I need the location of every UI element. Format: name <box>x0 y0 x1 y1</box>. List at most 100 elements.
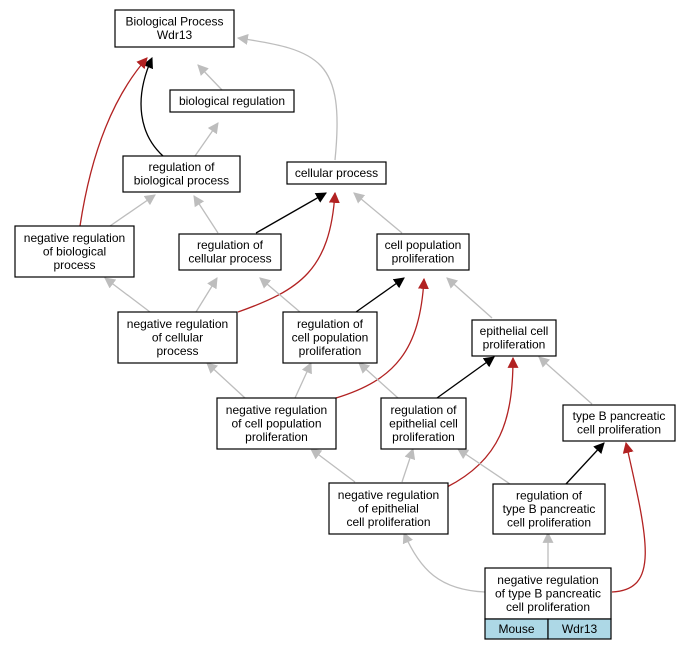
node-cellular-process-label: cellular process <box>295 166 378 180</box>
node-label-line: proliferation <box>392 430 455 444</box>
node-label-line: type B pancreatic <box>573 409 666 423</box>
node-label-line: of epithelial <box>358 501 419 515</box>
node-label-line: regulation of <box>516 488 583 502</box>
node-label-line: proliferation <box>392 252 455 266</box>
node-label-line: process <box>156 344 198 358</box>
node-label-line: type B pancreatic <box>503 502 596 516</box>
gene-tag-box <box>547 618 612 640</box>
node-label-line: proliferation <box>299 344 362 358</box>
edge-neg-reg-bio-to-bp <box>79 57 148 227</box>
node-label-line: biological regulation <box>179 94 285 108</box>
node-label-line: of cellular <box>152 330 203 344</box>
node-label-line: negative regulation <box>338 488 439 502</box>
edge-reg-bio-to-bp <box>140 56 164 157</box>
node-label-line: regulation of <box>148 160 215 174</box>
edge-reg-cell-to-cell-proc <box>255 192 327 234</box>
edge-cell-proc-to-bp <box>236 33 338 161</box>
edge-neg-reg-typeb-to-typeb <box>611 441 646 593</box>
edge-neg-reg-bio-to-reg-bio <box>109 194 156 227</box>
annotation-tags: Mouse Wdr13 <box>484 618 612 640</box>
gene-tag: Wdr13 <box>562 622 598 636</box>
edge-reg-typeb-to-typeb <box>565 442 605 485</box>
edge-reg-epi-to-epi <box>436 356 495 399</box>
node-label-line: process <box>53 258 95 272</box>
edge-neg-reg-typeb-to-neg-reg-epi <box>402 531 486 593</box>
node-label-line: regulation of <box>390 403 457 417</box>
node-label-line: cell proliferation <box>346 515 430 529</box>
node-label-line: proliferation <box>483 338 546 352</box>
node-label-line: epithelial cell <box>480 324 549 338</box>
node-cellular-process[interactable]: cellular process <box>286 161 387 185</box>
node-label-line: biological process <box>134 174 229 188</box>
edges-layer <box>79 33 646 593</box>
edge-reg-typeb-to-reg-epi <box>457 448 511 485</box>
node-label-line: cell population <box>385 238 462 252</box>
species-tag: Mouse <box>498 622 534 636</box>
node-label-line: regulation of <box>297 317 364 331</box>
edge-epi-to-cell-pop <box>446 277 493 319</box>
edge-neg-reg-cell-pop-to-neg-reg-cell <box>206 362 246 399</box>
node-label-line: negative regulation <box>127 317 228 331</box>
node-label-line: epithelial cell <box>389 416 458 430</box>
node-label-line: cell proliferation <box>506 600 590 614</box>
node-label-line: cell population <box>292 330 369 344</box>
edge-neg-reg-cell-to-neg-reg-bio <box>104 277 151 313</box>
node-label-line: cellular process <box>188 252 271 266</box>
edge-neg-reg-cell-to-cell-proc <box>237 191 340 313</box>
node-label-line: cell proliferation <box>507 515 591 529</box>
edge-reg-cell-pop-to-reg-cell <box>259 277 301 313</box>
node-biological-regulation[interactable]: biological regulation <box>169 89 295 113</box>
edge-neg-reg-epi-to-epi <box>446 356 519 488</box>
node-label-line: proliferation <box>245 430 308 444</box>
node-label-line: negative regulation <box>226 403 327 417</box>
edge-typeb-to-epi <box>538 356 593 405</box>
node-label-line: of type B pancreatic <box>495 586 601 600</box>
node-label-line: Wdr13 <box>157 28 193 42</box>
edge-neg-reg-cell-pop-to-cell-pop <box>335 277 429 399</box>
edge-bio-reg-to-bp <box>197 64 223 91</box>
node-label-line: negative regulation <box>24 231 125 245</box>
node-label-line: negative regulation <box>497 573 598 587</box>
node-label-line: of biological <box>43 244 106 258</box>
edge-neg-reg-cell-to-reg-cell <box>195 277 218 313</box>
edge-reg-cell-to-reg-bio <box>193 195 219 234</box>
node-biological-regulation-label: biological regulation <box>179 94 285 108</box>
edge-reg-epi-to-reg-cell-pop <box>358 362 399 399</box>
edge-neg-reg-epi-to-neg-reg-cell-pop <box>310 448 356 483</box>
node-label-line: of cell population <box>231 416 321 430</box>
edge-neg-reg-cell-pop-to-reg-cell-pop <box>294 361 312 399</box>
edge-reg-cell-pop-to-cell-pop <box>355 277 405 313</box>
edge-cell-pop-to-cell-proc <box>353 192 403 234</box>
node-label-line: cell proliferation <box>577 423 661 437</box>
